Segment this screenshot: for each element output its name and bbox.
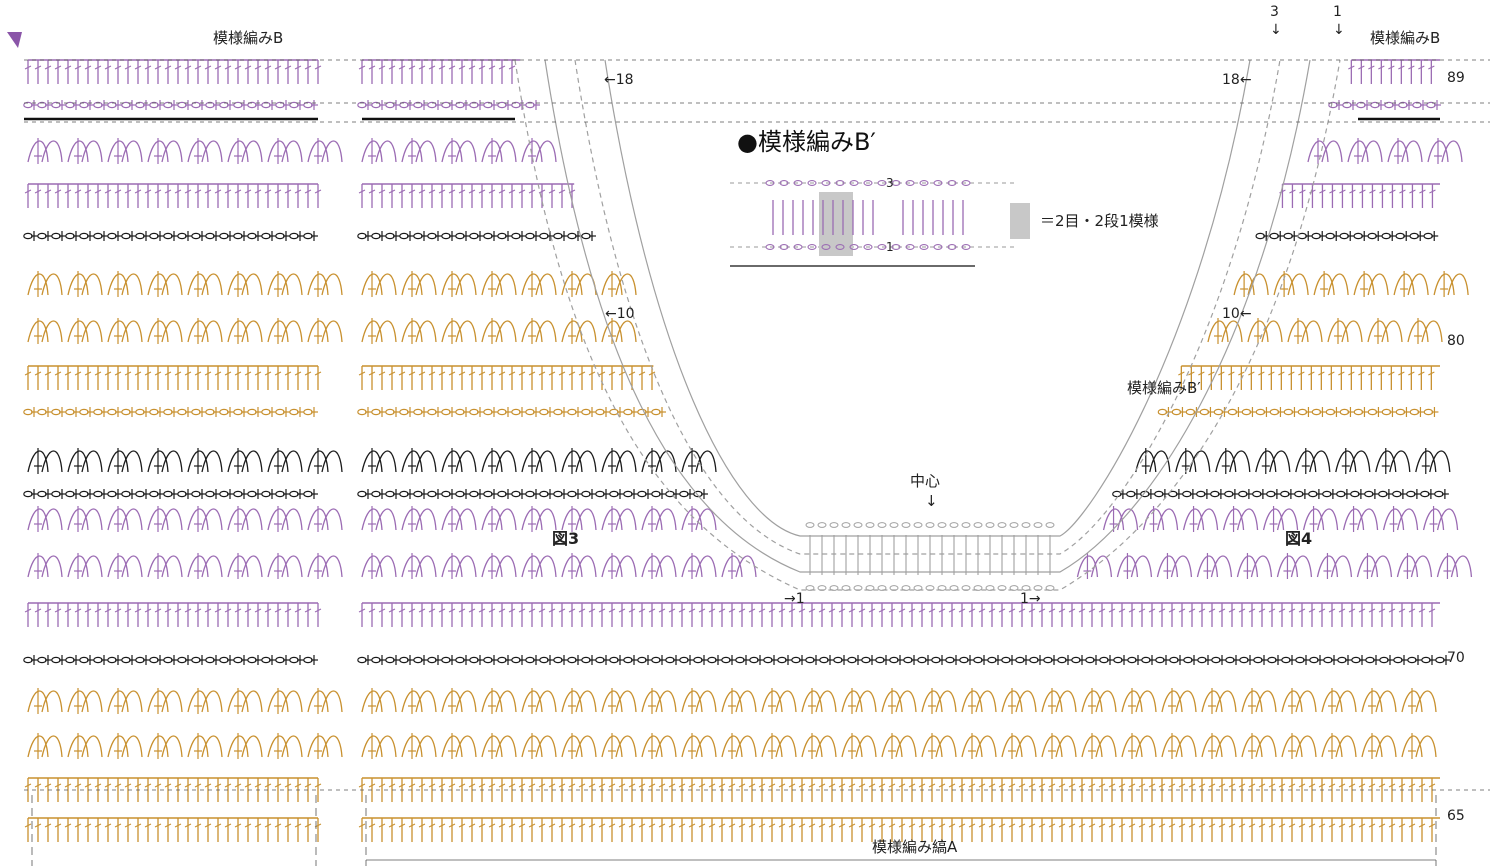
neckline-pattern-b-prime — [514, 59, 1341, 591]
row-marker-right-10: 10← — [1222, 306, 1252, 322]
start-triangle-icon — [7, 32, 22, 48]
row-number-70: 70 — [1447, 650, 1465, 666]
pattern-b-label-right: 模様編みB — [1370, 29, 1441, 47]
stitch-rows — [23, 59, 1473, 842]
guide-lines — [24, 59, 1490, 866]
figure-4-label: 図4 — [1285, 529, 1313, 548]
row-number-89: 89 — [1447, 70, 1465, 86]
pattern-b-prime-curve-label: 模様編みB′ — [1127, 379, 1201, 397]
legend-text: ＝2目・2段1模様 — [1040, 212, 1159, 230]
top-row-3-label: 3 — [1270, 4, 1279, 20]
row-marker-right-18: 18← — [1222, 72, 1252, 88]
row-marker-left-1: →1 — [784, 591, 805, 607]
pattern-stripe-a-label: 模様編み縞A — [872, 838, 958, 856]
row-marker-left-10: ←10 — [605, 306, 635, 322]
row-marker-right-1: 1→ — [1020, 591, 1041, 607]
figure-3-label: 図3 — [552, 529, 580, 548]
top-row-1-arrow-icon: ↓ — [1333, 22, 1345, 38]
center-label: 中心 — [910, 472, 941, 490]
legend-swatch — [730, 180, 1030, 267]
legend-row-3-label: 3 — [886, 176, 894, 190]
row-marker-left-18: ←18 — [604, 72, 634, 88]
legend-row-1-label: 1 — [886, 240, 894, 254]
top-row-1-label: 1 — [1333, 4, 1342, 20]
center-arrow-icon: ↓ — [925, 492, 938, 510]
row-number-80: 80 — [1447, 333, 1465, 349]
pattern-b-prime-title: ●模様編みB′ — [737, 128, 876, 156]
top-row-3-arrow-icon: ↓ — [1270, 22, 1282, 38]
row-number-65: 65 — [1447, 808, 1465, 824]
pattern-b-label-left: 模様編みB — [213, 29, 284, 47]
